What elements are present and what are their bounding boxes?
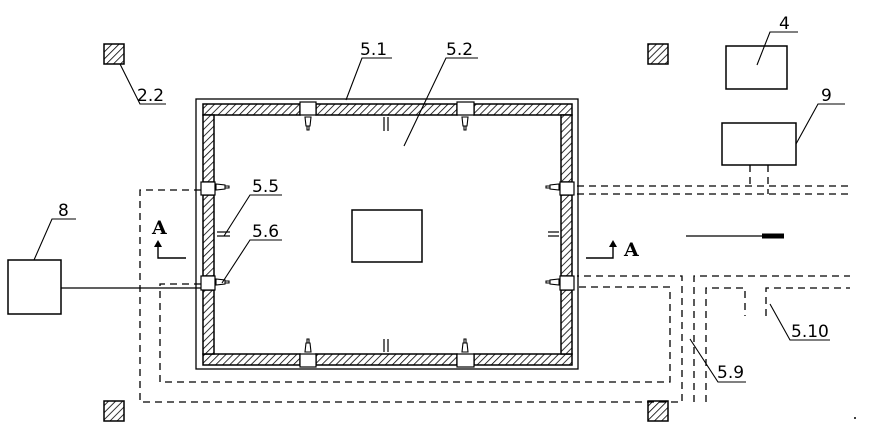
speck — [854, 417, 856, 419]
label-unit-4: 4 — [779, 14, 790, 34]
unit-4-box — [726, 46, 787, 89]
flow-arrow — [686, 234, 784, 239]
section-mark-right — [586, 240, 617, 258]
label-upper-left-connector: 5.5 — [252, 177, 279, 197]
leader-lines — [34, 32, 845, 382]
column-bottom-right — [648, 401, 668, 421]
column-top-left — [104, 44, 124, 64]
central-block — [352, 210, 422, 262]
unit-9-box — [722, 123, 796, 165]
section-mark-left — [154, 240, 186, 258]
label-unit-9: 9 — [821, 86, 832, 106]
label-pipe-branch: 5.10 — [791, 322, 829, 342]
column-bottom-left — [104, 401, 124, 421]
label-unit-8: 8 — [58, 201, 69, 221]
column-top-right — [648, 44, 668, 64]
label-lower-left-connector: 5.6 — [252, 222, 279, 242]
label-wall: 5.1 — [360, 40, 387, 60]
label-section-right: A — [623, 239, 639, 261]
label-return-pipe: 5.9 — [717, 363, 744, 383]
label-section-left: A — [151, 217, 167, 239]
label-column: 2.2 — [137, 86, 164, 106]
label-chamber: 5.2 — [446, 40, 473, 60]
unit-8-box — [8, 260, 61, 314]
